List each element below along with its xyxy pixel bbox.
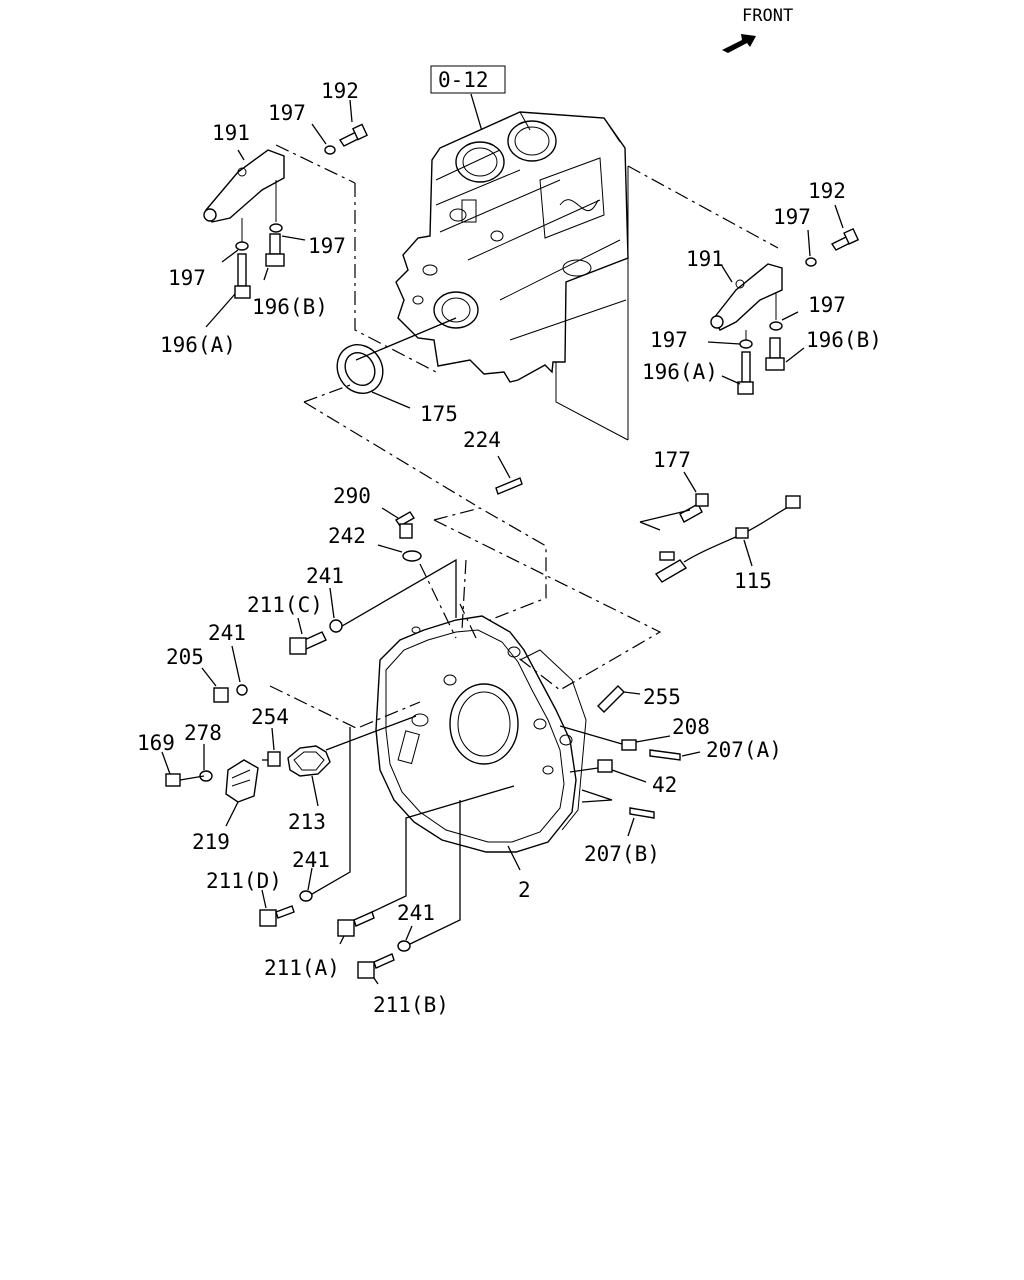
bolt-169 <box>161 751 205 787</box>
sensor-254 <box>262 727 281 767</box>
callout-278: 278 <box>184 721 222 745</box>
callout-191-right: 191 <box>686 247 724 271</box>
bracket-191-right <box>710 263 783 331</box>
callout-211a: 211(A) <box>264 956 340 980</box>
stud-255 <box>597 685 641 713</box>
callout-192-left: 192 <box>321 79 359 103</box>
callout-197-left-mid: 197 <box>308 234 346 258</box>
callout-2: 2 <box>518 878 531 902</box>
cylinder-block <box>395 111 629 383</box>
callout-196b-left: 196(B) <box>252 295 328 319</box>
ref-box-label: 0-12 <box>438 68 489 92</box>
callout-192-right: 192 <box>808 179 846 203</box>
callout-211c: 211(C) <box>247 593 323 617</box>
callout-255: 255 <box>643 685 681 709</box>
callout-241-c: 241 <box>292 848 330 872</box>
callout-205: 205 <box>166 645 204 669</box>
callout-177: 177 <box>653 448 691 472</box>
callout-197-left-low: 197 <box>168 266 206 290</box>
callout-242: 242 <box>328 524 366 548</box>
callout-175: 175 <box>420 402 458 426</box>
bolt-211c <box>289 617 327 655</box>
bolt-196a-left <box>205 218 251 328</box>
dowel-42 <box>597 759 647 783</box>
pin-208 <box>621 735 671 751</box>
callout-208: 208 <box>672 715 710 739</box>
oring-242 <box>377 544 422 562</box>
callout-197-right-top: 197 <box>773 205 811 229</box>
callout-207a: 207(A) <box>706 738 782 762</box>
stud-224 <box>495 455 523 495</box>
callout-196b-right: 196(B) <box>806 328 882 352</box>
callout-169: 169 <box>137 731 175 755</box>
callout-115: 115 <box>734 569 772 593</box>
washer-197-righttop <box>805 229 817 267</box>
front-arrow-icon <box>722 34 756 53</box>
callout-290: 290 <box>333 484 371 508</box>
washer-241-b <box>231 645 248 696</box>
callout-211d: 211(D) <box>206 869 282 893</box>
washer-197-lefttop <box>311 123 336 155</box>
bolt-211d <box>259 889 295 927</box>
bolt-196b-right <box>765 292 805 371</box>
callout-211b: 211(B) <box>373 993 449 1017</box>
front-indicator: FRONT <box>722 6 793 53</box>
callout-241-a: 241 <box>306 564 344 588</box>
bolt-192-right <box>830 204 860 251</box>
flywheel-housing-2 <box>375 615 587 871</box>
plug-290 <box>381 507 415 539</box>
callout-42: 42 <box>652 773 677 797</box>
sensor-115 <box>654 495 801 583</box>
cover-219 <box>225 759 259 827</box>
front-label: FRONT <box>742 6 793 26</box>
stud-207b <box>627 807 655 837</box>
bracket-191-left <box>203 144 356 223</box>
callout-197-right-low: 197 <box>650 328 688 352</box>
bolt-192-left <box>338 99 368 147</box>
grommet-278 <box>199 744 213 782</box>
callout-219: 219 <box>192 830 230 854</box>
bolt-211b <box>357 953 395 985</box>
callout-196a-right: 196(A) <box>642 360 718 384</box>
callout-191-left: 191 <box>212 121 250 145</box>
bolt-177 <box>679 471 709 523</box>
washer-241-c <box>299 727 351 902</box>
bolt-196b-left <box>265 180 306 267</box>
washer-241-d <box>397 800 461 952</box>
callout-207b: 207(B) <box>584 842 660 866</box>
callout-labels: 192 197 191 197 197 196(B) 196(A) 192 19… <box>137 79 882 1017</box>
callout-213: 213 <box>288 810 326 834</box>
callout-196a-left: 196(A) <box>160 333 236 357</box>
oil-seal-175 <box>336 344 411 409</box>
callout-197-left-top: 197 <box>268 101 306 125</box>
bolt-196a-right <box>707 330 754 395</box>
callout-197-right-mid: 197 <box>808 293 846 317</box>
callout-254: 254 <box>251 705 289 729</box>
gasket-213 <box>287 745 331 807</box>
stud-207a <box>649 749 701 761</box>
callout-224: 224 <box>463 428 501 452</box>
callout-241-b: 241 <box>208 621 246 645</box>
washer-241-a <box>329 587 343 633</box>
nut-205 <box>201 667 229 703</box>
callout-241-d: 241 <box>397 901 435 925</box>
